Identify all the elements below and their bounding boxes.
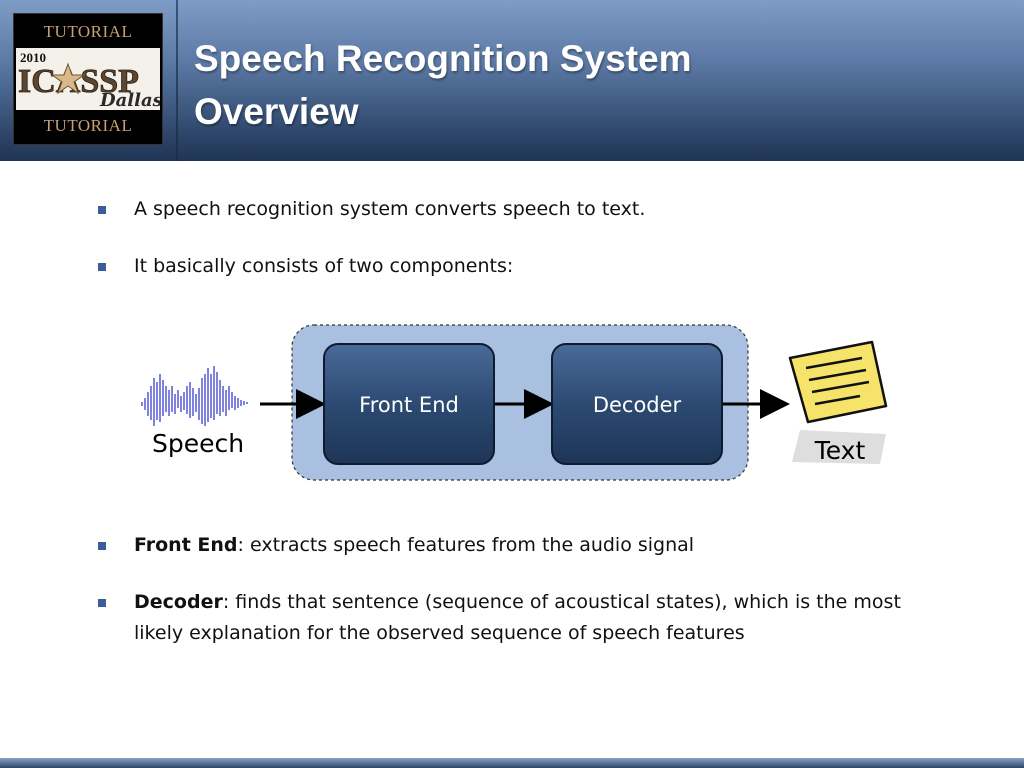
header-divider xyxy=(176,0,178,161)
logo-top-label: TUTORIAL xyxy=(43,22,133,41)
list-item: Front End: extracts speech features from… xyxy=(96,530,936,561)
sticky-note-icon xyxy=(788,340,888,424)
speech-recognition-diagram: Speech Front End Decoder Text xyxy=(141,324,888,481)
logo-emblem: 2010 ICASSP Dallas xyxy=(16,48,163,111)
logo-year: 2010 xyxy=(20,50,46,65)
list-item: A speech recognition system converts spe… xyxy=(96,194,936,225)
bullet-term: Decoder xyxy=(134,591,223,613)
square-bullet-icon xyxy=(98,263,106,271)
bullet-list-bottom: Front End: extracts speech features from… xyxy=(96,530,936,649)
bullet-list-top: A speech recognition system converts spe… xyxy=(96,194,936,282)
front-end-box xyxy=(323,343,495,465)
square-bullet-icon xyxy=(98,206,106,214)
list-item: Decoder: finds that sentence (sequence o… xyxy=(96,587,914,649)
square-bullet-icon xyxy=(98,599,106,607)
square-bullet-icon xyxy=(98,542,106,550)
bullet-text: A speech recognition system converts spe… xyxy=(134,198,646,220)
decoder-box xyxy=(551,343,723,465)
logo-emblem-graphic: 2010 ICASSP Dallas xyxy=(18,50,163,111)
waveform-icon xyxy=(141,366,248,426)
bullet-term: Front End xyxy=(134,534,238,556)
icassp-logo: TUTORIAL 2010 ICASSP Dallas TUTORIAL xyxy=(13,13,163,145)
footer-bar xyxy=(0,758,1024,768)
bullet-text: : finds that sentence (sequence of acous… xyxy=(134,591,901,644)
decoder-label: Decoder xyxy=(593,393,682,417)
text-label-shadow xyxy=(792,430,886,464)
page-title: Speech Recognition System Overview xyxy=(194,32,692,138)
output-label: Text xyxy=(814,436,866,465)
bullet-text: It basically consists of two components: xyxy=(134,255,514,277)
title-line-1: Speech Recognition System xyxy=(194,38,692,79)
bullet-text: : extracts speech features from the audi… xyxy=(237,534,695,556)
logo-bottom-label: TUTORIAL xyxy=(43,116,133,135)
logo-city: Dallas xyxy=(99,90,160,110)
input-label: Speech xyxy=(152,429,244,458)
title-line-2: Overview xyxy=(194,91,359,132)
star-icon xyxy=(50,62,86,95)
slide-header xyxy=(0,0,1024,161)
front-end-label: Front End xyxy=(359,393,459,417)
list-item: It basically consists of two components: xyxy=(96,251,936,282)
